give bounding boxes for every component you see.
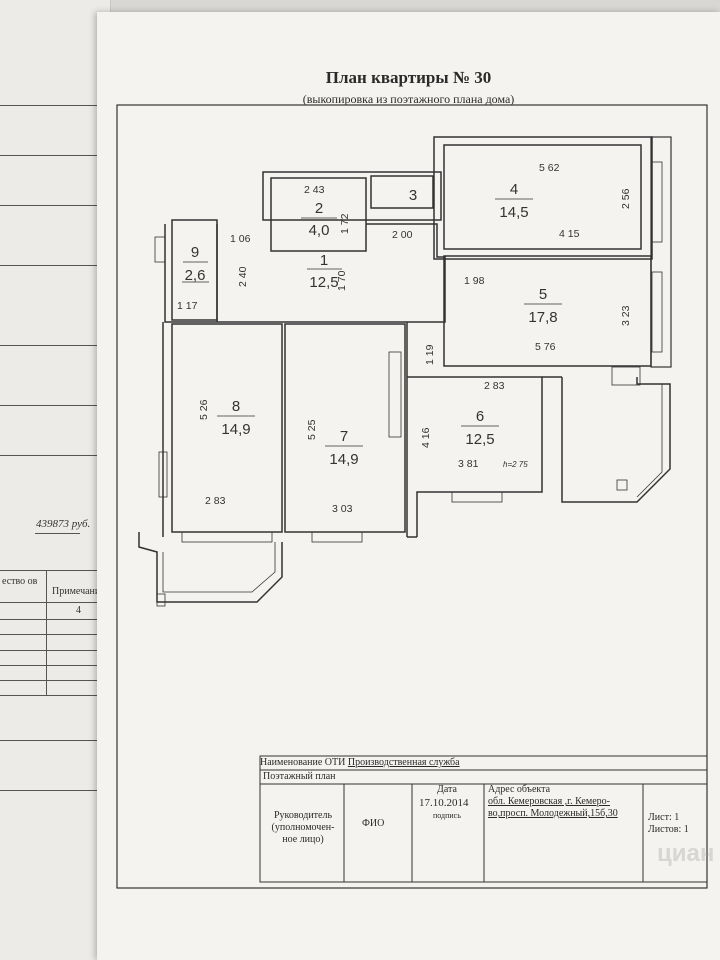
room-2-number: 2 [315,200,323,217]
dimension: 2 43 [304,184,325,196]
dimension: 2 83 [205,495,226,507]
dimension: 5 25 [306,419,318,440]
room-8-area: 14,9 [221,421,250,438]
room-8-number: 8 [232,398,240,415]
room-3-number: 3 [409,187,417,204]
room-7-number: 7 [340,428,348,445]
back-sheet: 439873 руб. ество ов Примечание 4 [0,0,111,960]
stamp-address-label: Адрес объекта [488,784,551,795]
dimension: 3 03 [332,503,353,515]
stamp-date-value: 17.10.2014 [419,797,469,809]
back-amount: 439873 руб. [36,518,91,530]
dimension: 1 70 [336,270,348,291]
room-6-area: 12,5 [465,431,494,448]
stamp-doc-type: Поэтажный план [263,771,336,782]
dimension: 5 26 [198,399,210,420]
dimension: 2 00 [392,229,413,241]
dimension: 4 15 [559,228,580,240]
room-7-area: 14,9 [329,451,358,468]
dimension: 1 19 [424,344,436,365]
dimension: 3 23 [620,305,632,326]
stamp-address-value: обл. Кемеровская ,г. Кемеро- во,просп. М… [488,796,618,819]
dimension: 4 16 [420,427,432,448]
dimension: 1 72 [339,213,351,234]
room-4-area: 14,5 [499,204,528,221]
stamp-sheets: Листов: 1 [648,824,689,835]
stamp-fio-label: ФИО [362,818,385,829]
room-9-number: 9 [191,244,199,261]
room-1-area: 12,5 [309,274,338,291]
stamp-sign-label: подпись [433,811,461,820]
dimension: 5 76 [535,341,556,353]
dimension: 1 06 [230,233,251,245]
stamp-sheet: Лист: 1 [648,812,680,823]
stamp-oti-value: Производственная служба [347,757,460,768]
room-1-number: 1 [320,252,328,269]
stamp-oti-label: Наименование ОТИ [260,757,346,768]
stamp-head-label: Руководитель (уполномочен- ное лицо) [271,810,335,845]
room-4-number: 4 [510,181,518,198]
stamp-oti-row: Наименование ОТИ Производственная служба [260,757,700,769]
dimension: 5 62 [539,162,560,174]
back-col2-value: 4 [76,605,81,616]
dimension: 2 40 [237,266,249,287]
room-2-area: 4,0 [309,222,330,239]
page-subtitle: (выкопировка из поэтажного плана дома) [302,92,515,106]
watermark: циан [657,840,715,867]
room-6-number: 6 [476,408,484,425]
back-col1: ество ов [2,576,38,587]
dimension: 1 98 [464,275,485,287]
room-5-number: 5 [539,286,547,303]
stamp-date-label: Дата [437,784,457,795]
back-col2: Примечание [52,586,105,597]
room-9-area: 2,6 [185,267,206,284]
dimension: 1 17 [177,300,198,312]
dimension: h=2 75 [503,460,528,469]
floor-plan-page: План квартиры № 30 (выкопировка из поэта… [97,12,720,960]
page-title: План квартиры № 30 [325,68,492,87]
dimension: 2 83 [484,380,505,392]
floor-plan-drawing: 1 12,5 2 4,0 3 4 14,5 5 17,8 6 12,5 7 14… [116,104,708,889]
dimension: 2 56 [620,188,632,209]
dimension: 3 81 [458,458,479,470]
room-5-area: 17,8 [528,309,557,326]
